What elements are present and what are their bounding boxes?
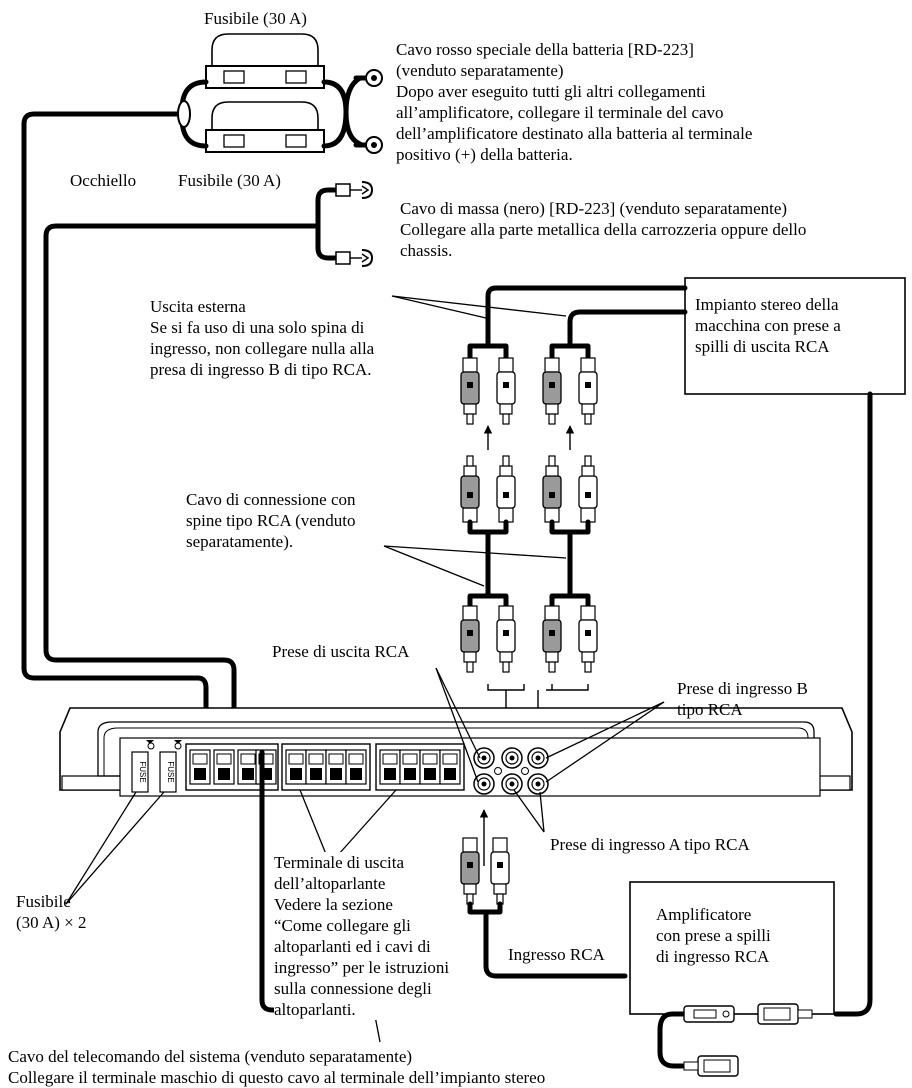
label-head-unit: Impianto stereo della macchina con prese… [695, 295, 841, 356]
label-battery-cable: Cavo rosso speciale della batteria [RD-2… [396, 40, 753, 164]
ground-terminal-top [335, 181, 374, 199]
label-rca-in-a: Prese di ingresso A tipo RCA [550, 835, 750, 854]
label-ext-output: Uscita esterna Se si fa uso di una solo … [150, 297, 375, 379]
fuse-text-2: FUSE [166, 761, 175, 782]
ring-terminal-bottom [353, 136, 383, 154]
label-fuse-top: Fusibile (30 A) [204, 9, 307, 28]
label-ext-amp: Amplificatore con prese a spilli di ingr… [656, 905, 771, 966]
rca-out-jack-2 [473, 773, 495, 795]
label-rca-input: Ingresso RCA [508, 945, 605, 964]
fuse-text-1: FUSE [138, 761, 147, 782]
label-rca-in-b: Prese di ingresso B tipo RCA [677, 679, 808, 719]
label-speaker-terminal: Terminale di uscita dell’altoparlante Ve… [274, 852, 450, 1020]
label-remote-cable: Cavo del telecomando del sistema (vendut… [8, 1047, 546, 1087]
remote-connector-male [683, 1005, 735, 1023]
amplifier-body: FUSE FUSE [59, 707, 853, 797]
label-fuse-count: Fusibile (30 A) × 2 [16, 892, 87, 932]
label-ground-cable: Cavo di massa (nero) [RD-223] (venduto s… [400, 199, 807, 260]
label-fuse-mid: Fusibile (30 A) [178, 171, 281, 190]
fuse-holder-bottom [205, 101, 325, 153]
remote-connector-female-1 [757, 1003, 813, 1025]
grommet [177, 100, 191, 128]
label-grommet: Occhiello [70, 171, 137, 190]
head-unit-box [684, 277, 906, 395]
external-amp-box [629, 881, 835, 1015]
ground-terminal-bottom [335, 249, 374, 267]
label-rca-cable: Cavo di connessione con spine tipo RCA (… [186, 490, 356, 551]
fuse-holder-top [205, 33, 325, 89]
remote-connector-female-2 [683, 1055, 739, 1077]
label-rca-out-jacks: Prese di uscita RCA [272, 642, 410, 661]
ring-terminal-top [353, 69, 383, 87]
